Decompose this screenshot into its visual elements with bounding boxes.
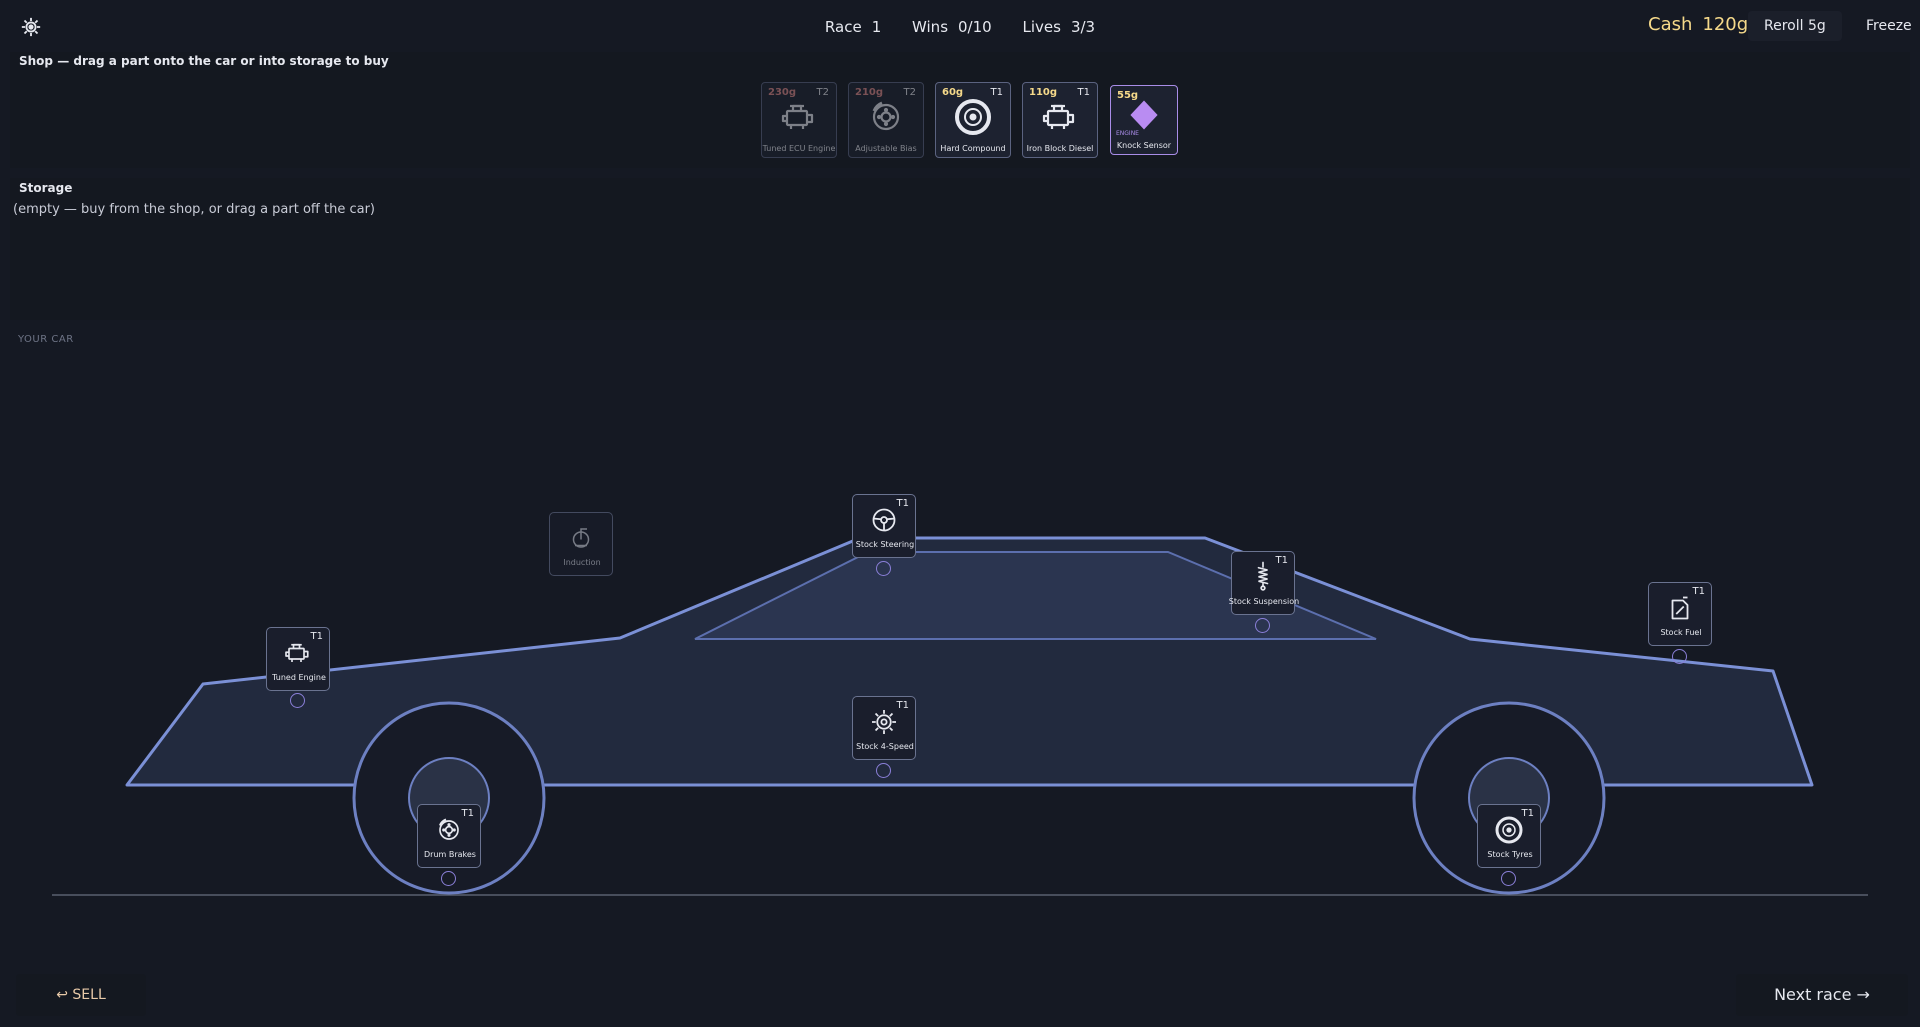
sell-button[interactable]: ↩ SELL bbox=[16, 974, 146, 1016]
fuel-can-icon bbox=[1665, 593, 1695, 623]
shop-card-tuned-ecu-engine[interactable]: 230g T2 Tuned ECU Engine bbox=[761, 82, 837, 158]
engine-socket[interactable] bbox=[290, 693, 305, 708]
brakes-socket[interactable] bbox=[441, 871, 456, 886]
reroll-button[interactable]: Reroll 5g bbox=[1748, 11, 1842, 41]
tyre-icon bbox=[1494, 815, 1524, 845]
steering-socket[interactable] bbox=[876, 561, 891, 576]
shop-panel: Shop — drag a part onto the car or into … bbox=[10, 52, 1910, 168]
car-slot-induction[interactable]: Induction bbox=[549, 512, 613, 576]
car-slot-brakes[interactable]: T1 Drum Brakes bbox=[417, 804, 481, 868]
tyres-socket[interactable] bbox=[1501, 871, 1516, 886]
shop-card-adjustable-bias[interactable]: 210g T2 Adjustable Bias bbox=[848, 82, 924, 158]
gear-icon bbox=[869, 707, 899, 737]
car-slot-fuel[interactable]: T1 Stock Fuel bbox=[1648, 582, 1712, 646]
engine-icon bbox=[283, 638, 313, 668]
spring-icon bbox=[1248, 558, 1278, 594]
brake-icon bbox=[434, 815, 464, 845]
storage-panel[interactable]: Storage (empty — buy from the shop, or d… bbox=[10, 178, 1910, 320]
shop-card-hard-compound[interactable]: 60g T1 Hard Compound bbox=[935, 82, 1011, 158]
turbo-icon bbox=[566, 523, 596, 553]
gearbox-socket[interactable] bbox=[876, 763, 891, 778]
storage-title: Storage bbox=[19, 181, 73, 195]
suspension-socket[interactable] bbox=[1255, 618, 1270, 633]
car-slot-gearbox[interactable]: T1 Stock 4-Speed bbox=[852, 696, 916, 760]
car-slot-steering[interactable]: T1 Stock Steering bbox=[852, 494, 916, 558]
fuel-socket[interactable] bbox=[1672, 649, 1687, 664]
shop-card-knock-sensor[interactable]: 55g ENGINE Knock Sensor bbox=[1110, 85, 1178, 155]
shop-card-iron-block-diesel[interactable]: 110g T1 Iron Block Diesel bbox=[1022, 82, 1098, 158]
car-slot-engine[interactable]: T1 Tuned Engine bbox=[266, 627, 330, 691]
next-race-button[interactable]: Next race → bbox=[1736, 974, 1908, 1016]
car-slot-tyres[interactable]: T1 Stock Tyres bbox=[1477, 804, 1541, 868]
storage-empty-text: (empty — buy from the shop, or drag a pa… bbox=[13, 202, 376, 217]
shop-title: Shop — drag a part onto the car or into … bbox=[19, 54, 389, 68]
your-car-label: YOUR CAR bbox=[18, 334, 74, 345]
car-slot-suspension[interactable]: T1 Stock Suspension bbox=[1229, 551, 1299, 615]
steering-wheel-icon bbox=[869, 505, 899, 535]
freeze-button[interactable]: Freeze bbox=[1866, 18, 1912, 34]
